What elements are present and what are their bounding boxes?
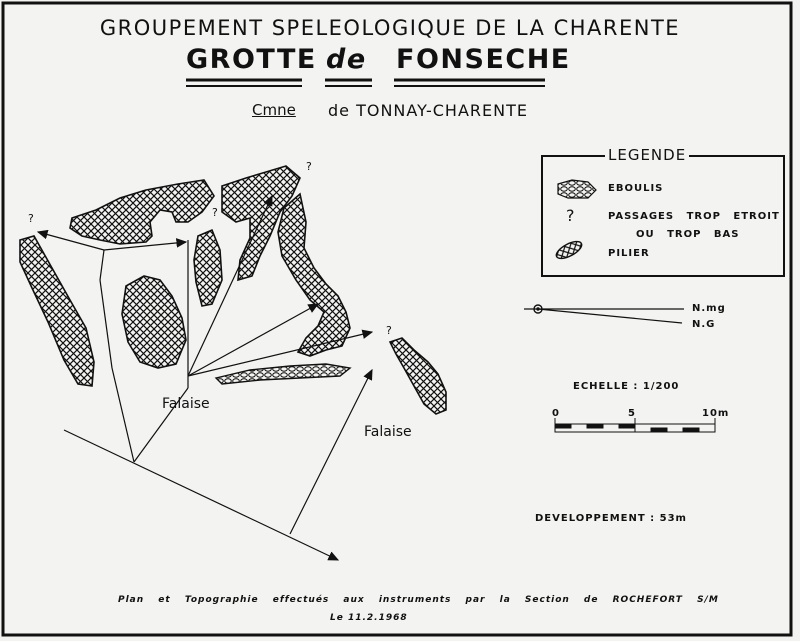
title-de: de bbox=[326, 44, 367, 75]
east-wall bbox=[277, 192, 351, 357]
title-fonseche: FONSECHE bbox=[396, 44, 571, 75]
cliff-label-west: Falaise bbox=[162, 396, 210, 412]
legend-label-passages: PASSAGES TROP ETROIT bbox=[608, 211, 780, 222]
development-length: DEVELOPPEMENT : 53m bbox=[535, 513, 687, 524]
legend-rubble-icon bbox=[557, 179, 597, 199]
survey-lines bbox=[36, 194, 374, 561]
north-arrows bbox=[524, 304, 684, 324]
scale-tick-5: 5 bbox=[628, 408, 636, 419]
cliff-label-east: Falaise bbox=[364, 424, 412, 440]
commune-name: de TONNAY-CHARENTE bbox=[328, 101, 528, 120]
central-pillar bbox=[121, 275, 187, 369]
question-mark-icon: ? bbox=[566, 206, 575, 225]
scale-label: ECHELLE : 1/200 bbox=[573, 381, 680, 392]
commune-abbreviation: Cmne bbox=[252, 101, 296, 119]
title-grotte: GROTTE bbox=[186, 44, 317, 75]
footer-date: Le 11.2.1968 bbox=[330, 613, 408, 623]
west-wall bbox=[19, 235, 95, 387]
north-central-wall bbox=[69, 179, 215, 245]
magnetic-north-label: N.mg bbox=[692, 303, 726, 314]
scale-tick-10: 10m bbox=[702, 408, 730, 419]
legend-title: LEGENDE bbox=[605, 146, 690, 164]
unknown-marker-center: ? bbox=[212, 206, 218, 219]
unknown-marker-west: ? bbox=[28, 212, 34, 225]
scale-bar bbox=[554, 418, 716, 433]
legend-label-passages-2: OU TROP BAS bbox=[636, 229, 740, 240]
northeast-wall bbox=[221, 165, 301, 282]
unknown-marker-north: ? bbox=[306, 160, 312, 173]
cave-walls bbox=[19, 165, 447, 415]
organization-name: GROUPEMENT SPELEOLOGIQUE DE LA CHARENTE bbox=[99, 16, 681, 40]
title-underlines bbox=[186, 78, 545, 87]
legend-pillar-icon bbox=[555, 240, 583, 260]
legend-label-rubble: EBOULIS bbox=[608, 183, 664, 194]
footer-credits: Plan et Topographie effectués aux instru… bbox=[118, 595, 719, 605]
small-wall bbox=[193, 228, 223, 307]
legend-label-pillar: PILIER bbox=[608, 248, 650, 259]
geographic-north-label: N.G bbox=[692, 319, 716, 330]
unknown-marker-east: ? bbox=[386, 324, 392, 337]
southeast-wall bbox=[388, 337, 447, 415]
scale-tick-0: 0 bbox=[552, 408, 560, 419]
rubble-zone bbox=[214, 363, 352, 385]
